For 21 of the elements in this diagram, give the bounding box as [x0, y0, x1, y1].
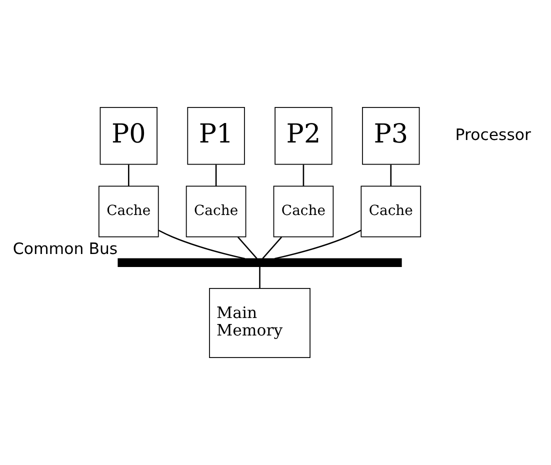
connector [259, 266, 260, 288]
node-box: P1 [187, 107, 245, 165]
connector [128, 164, 130, 186]
node-box: Main Memory [209, 288, 310, 358]
node-box: Cache [273, 186, 334, 238]
label: Processor [455, 124, 532, 144]
connector [390, 164, 392, 186]
node-box: P3 [362, 107, 420, 165]
node-box: P0 [100, 107, 158, 165]
connector [215, 164, 217, 186]
node-box: Cache [98, 186, 159, 238]
connector [158, 230, 246, 260]
connector [262, 236, 282, 259]
node-bar [118, 258, 402, 268]
node-box: Cache [360, 186, 422, 238]
node-label: Common Bus [12, 238, 118, 258]
node-box: P2 [274, 107, 332, 165]
node-box: Cache [186, 186, 246, 238]
connector [237, 236, 258, 259]
connector [302, 164, 304, 186]
connector [274, 230, 362, 260]
